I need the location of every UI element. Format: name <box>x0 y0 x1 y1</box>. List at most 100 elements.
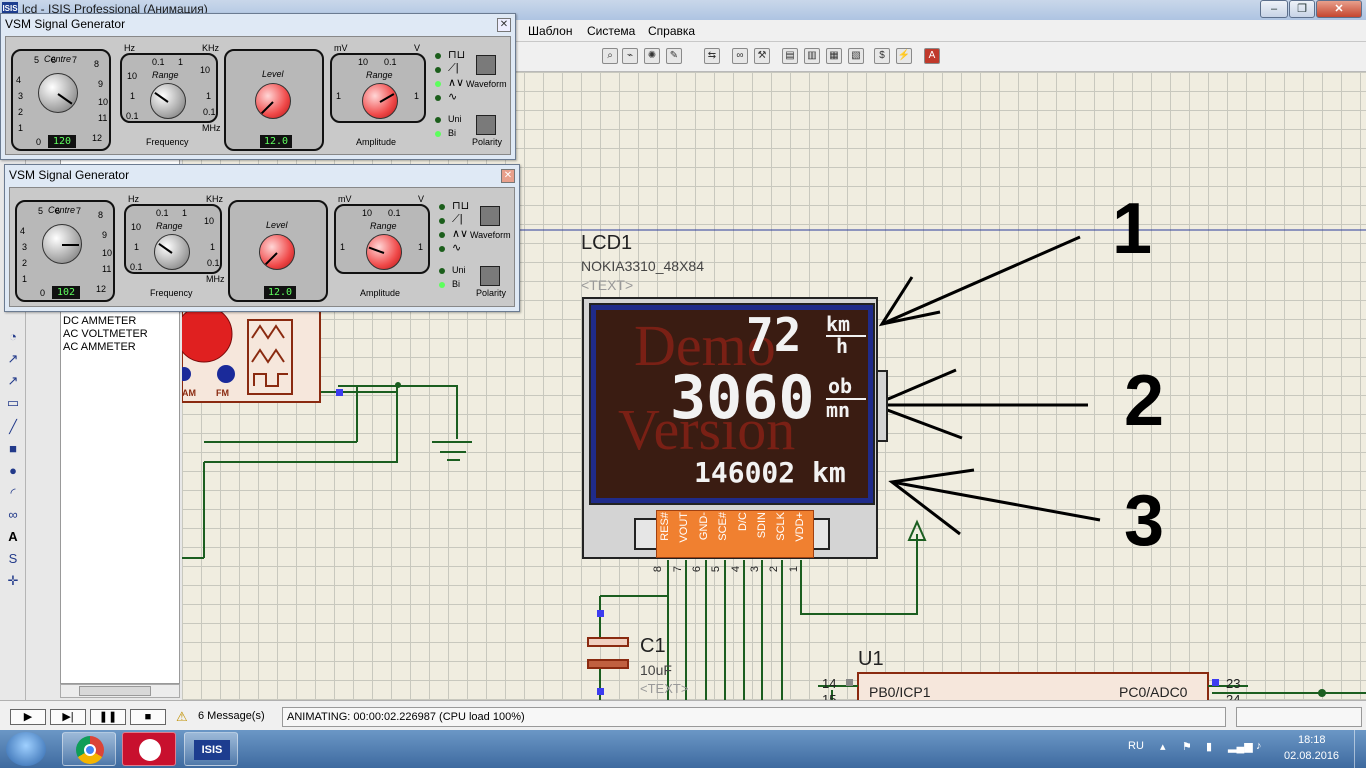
minimize-button[interactable]: – <box>1260 0 1288 18</box>
device-item-ac-ammeter[interactable]: AC AMMETER <box>63 341 136 353</box>
status-bar: ▶ ▶| ❚❚ ■ ⚠ 6 Message(s) ANIMATING: 00:0… <box>0 700 1366 730</box>
menu-item-template[interactable]: Шаблон <box>528 24 573 38</box>
lcd-rpm-unit-divider <box>826 398 866 400</box>
lcd-watermark-version: Version <box>618 397 796 462</box>
amp-tick: 10 <box>358 57 369 67</box>
polarity-button[interactable] <box>476 115 496 135</box>
device-item-ac-voltmeter[interactable]: AC VOLTMETER <box>63 328 148 340</box>
lcd-pin-sclk: SCLK <box>775 512 787 541</box>
lcd-side-tab <box>876 370 888 442</box>
remove-sheet-icon[interactable]: ▥ <box>804 48 820 64</box>
wire-autoroute-icon[interactable]: ⌁ <box>622 48 638 64</box>
action-center-icon[interactable]: ⚑ <box>1182 741 1192 753</box>
capacitor-value: 10uF <box>640 662 672 678</box>
centre-knob[interactable] <box>42 224 82 264</box>
waveform-led-square <box>439 204 445 210</box>
clock-time[interactable]: 18:18 <box>1298 734 1326 746</box>
amp-tick: 1 <box>418 242 424 252</box>
volume-icon[interactable]: ♪ <box>1256 740 1262 752</box>
waveform-button[interactable] <box>476 55 496 75</box>
goto-sheet-icon[interactable]: ▦ <box>826 48 842 64</box>
vsm-close-button[interactable]: ✕ <box>497 18 511 32</box>
language-indicator[interactable]: RU <box>1128 740 1144 752</box>
level-knob[interactable] <box>259 234 295 270</box>
level-knob[interactable] <box>255 83 291 119</box>
current-probe-icon[interactable]: ↗ <box>7 373 19 388</box>
property-tool-icon[interactable]: ⚒ <box>754 48 770 64</box>
amp-tick: 1 <box>414 91 420 101</box>
netlist-icon[interactable]: ⇆ <box>704 48 720 64</box>
vsm-panel: Centre 120 5 6 7 8 4 9 3 10 2 11 1 0 12 … <box>5 36 511 155</box>
bill-of-materials-icon[interactable]: $ <box>874 48 890 64</box>
export-icon[interactable]: ▧ <box>848 48 864 64</box>
electrical-check-icon[interactable]: ⚡ <box>896 48 912 64</box>
lcd-text-placeholder: <TEXT> <box>581 277 634 293</box>
uni-label: Uni <box>448 114 462 124</box>
stop-button[interactable]: ■ <box>130 709 166 725</box>
freq-tick: 0.1 <box>152 57 165 67</box>
binoculars-icon[interactable]: ∞ <box>732 48 748 64</box>
lcd-pin-dc: D/C <box>737 512 749 531</box>
dial-tick: 11 <box>98 113 108 123</box>
frequency-range-knob[interactable] <box>154 234 190 270</box>
marker-tool-icon[interactable]: ✛ <box>7 573 19 588</box>
lcd-rpm-value: 3060 <box>670 363 815 433</box>
generator-mode-icon[interactable]: ◔ <box>9 329 17 344</box>
search-component-icon[interactable]: ✺ <box>644 48 660 64</box>
maximize-button[interactable]: ❐ <box>1289 0 1315 18</box>
arc-tool-icon[interactable]: ◜ <box>10 485 16 500</box>
play-button[interactable]: ▶ <box>10 709 46 725</box>
amplitude-range-knob[interactable] <box>362 83 398 119</box>
scrollbar-thumb[interactable] <box>79 686 151 696</box>
network-icon[interactable]: ▂▄▆ <box>1228 741 1253 753</box>
centre-label: Centre <box>48 205 76 215</box>
amp-tick: 1 <box>340 242 346 252</box>
line-tool-icon[interactable]: ╱ <box>9 419 17 434</box>
new-sheet-icon[interactable]: ▤ <box>782 48 798 64</box>
amplitude-range-knob[interactable] <box>366 234 402 270</box>
clock-date[interactable]: 02.08.2016 <box>1284 750 1340 762</box>
vsm-signal-generator-window-2[interactable]: VSM Signal Generator ✕ Centre 102 5 6 7 … <box>4 164 520 312</box>
sine-wave-icon: ∿ <box>452 242 462 254</box>
dial-tick: 6 <box>55 206 61 216</box>
polarity-button[interactable] <box>480 266 500 286</box>
centre-knob[interactable] <box>38 73 78 113</box>
level-label: Level <box>262 69 284 79</box>
amp-v-label: V <box>418 194 425 204</box>
menu-item-system[interactable]: Система <box>587 24 636 38</box>
tray-expand-icon[interactable]: ▴ <box>1160 741 1166 753</box>
device-list-scrollbar[interactable] <box>60 684 180 698</box>
tools-icon[interactable]: ✎ <box>666 48 682 64</box>
circle-tool-icon[interactable]: ● <box>9 463 17 478</box>
box-tool-icon[interactable]: ■ <box>9 441 17 456</box>
taskbar-isis[interactable]: ISIS <box>184 732 238 766</box>
symbol-tool-icon[interactable]: S <box>8 551 18 566</box>
zoom-icon[interactable]: ⌕ <box>602 48 618 64</box>
menu-item-help[interactable]: Справка <box>648 24 696 38</box>
messages-count[interactable]: 6 Message(s) <box>198 710 265 722</box>
amp-tick: 0.1 <box>384 57 397 67</box>
taskbar-chrome[interactable] <box>62 732 116 766</box>
show-desktop-button[interactable] <box>1354 730 1366 768</box>
virtual-instrument-icon[interactable]: ▭ <box>6 395 20 410</box>
waveform-led-sine <box>435 95 441 101</box>
lcd-reference: LCD1 <box>581 232 633 254</box>
battery-icon[interactable]: ▮ <box>1206 741 1213 753</box>
vsm-close-button[interactable]: ✕ <box>501 169 515 183</box>
voltage-probe-icon[interactable]: ↗ <box>7 351 19 366</box>
vsm-signal-generator-window-1[interactable]: VSM Signal Generator ✕ Centre 120 5 6 7 … <box>0 13 516 160</box>
ares-icon[interactable]: A <box>924 48 940 64</box>
windows-start-icon[interactable] <box>6 732 46 766</box>
pause-button[interactable]: ❚❚ <box>90 709 126 725</box>
frequency-range-knob[interactable] <box>150 83 186 119</box>
close-button[interactable]: ✕ <box>1316 0 1362 18</box>
device-item-dc-ammeter[interactable]: DC AMMETER <box>63 315 137 327</box>
text-tool-icon[interactable]: A <box>8 529 18 544</box>
path-tool-icon[interactable]: ∞ <box>8 507 18 522</box>
polarity-led-uni <box>439 268 445 274</box>
taskbar-raspberry[interactable] <box>122 732 176 766</box>
square-wave-icon: ⊓⊔ <box>448 49 466 61</box>
step-button[interactable]: ▶| <box>50 709 86 725</box>
waveform-button[interactable] <box>480 206 500 226</box>
dial-tick: 4 <box>20 226 26 236</box>
